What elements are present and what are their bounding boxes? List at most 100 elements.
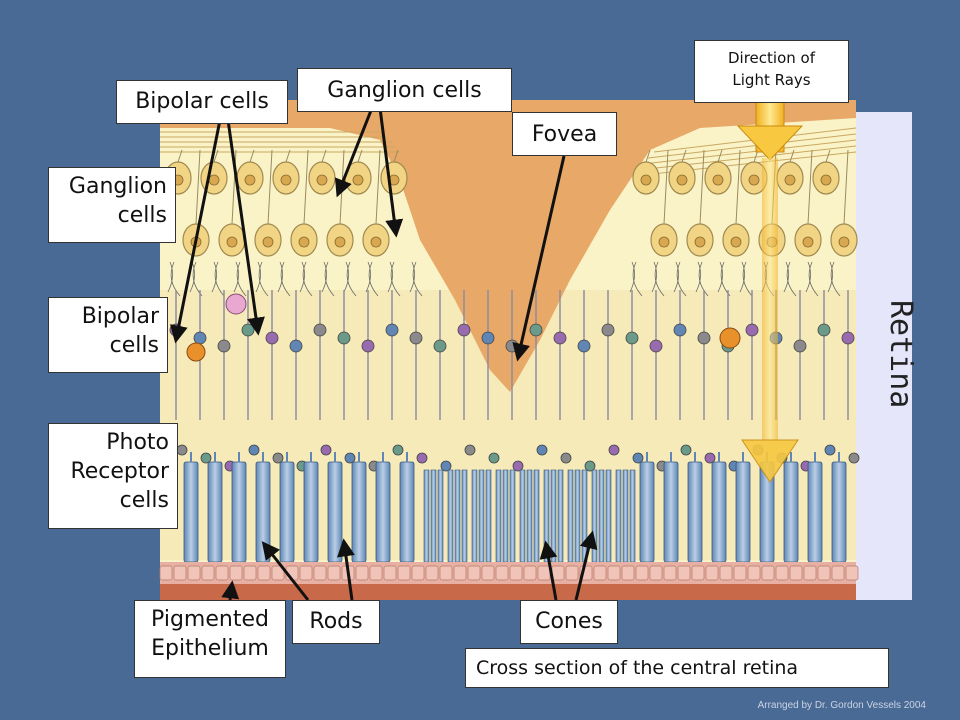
bipolar-cell	[409, 331, 423, 345]
cone-outer-segment	[519, 469, 526, 563]
dendrite	[299, 261, 313, 297]
label-rods: Rods	[292, 600, 380, 644]
cone-outer-segment	[550, 469, 557, 563]
ganglion-axon	[357, 149, 363, 163]
epithelium-cell	[621, 565, 635, 581]
rod-outer-segment	[639, 461, 655, 563]
ganglion-nucleus	[262, 236, 274, 248]
photoreceptor-nucleus	[320, 444, 332, 456]
epithelium-cell	[789, 565, 803, 581]
dendrite	[343, 261, 357, 297]
rod-outer-segment	[783, 461, 799, 563]
cone-outer-segment	[622, 469, 629, 563]
epithelium-cell	[257, 565, 271, 581]
photoreceptor-nucleus	[704, 452, 716, 464]
photoreceptor-nucleus	[560, 452, 572, 464]
bipolar-cell	[817, 323, 831, 337]
epithelium-cell	[397, 565, 411, 581]
cone-outer-segment	[423, 469, 430, 563]
ganglion-nucleus	[316, 174, 328, 186]
ganglion-axon	[681, 149, 687, 163]
epithelium-cell	[817, 565, 831, 581]
choroid-layer	[160, 584, 856, 600]
ganglion-axon	[285, 149, 291, 163]
epithelium-cell	[649, 565, 663, 581]
photoreceptor-nucleus	[584, 460, 596, 472]
ganglion-nucleus	[298, 236, 310, 248]
rod-outer-segment	[399, 461, 415, 563]
ganglion-axon	[267, 149, 273, 225]
bipolar-cell	[433, 339, 447, 353]
ganglion-nucleus	[334, 236, 346, 248]
label-pigmented-epithelium: Pigmented Epithelium	[134, 600, 286, 678]
ganglion-axon	[843, 149, 849, 225]
rod-outer-segment	[207, 461, 223, 563]
cone-outer-segment	[495, 469, 502, 563]
epithelium-cell	[495, 565, 509, 581]
epithelium-cell	[201, 565, 215, 581]
rod-outer-segment	[375, 461, 391, 563]
dendrite	[695, 261, 709, 297]
cone-outer-segment	[454, 469, 461, 563]
photoreceptor-nucleus	[464, 444, 476, 456]
ganglion-nucleus	[208, 174, 220, 186]
bipolar-cell	[745, 323, 759, 337]
cone-outer-segment	[574, 469, 581, 563]
epithelium-cell	[425, 565, 439, 581]
label-bipolar-cells-side: Bipolar cells	[48, 297, 168, 373]
dendrite	[365, 261, 379, 297]
bipolar-cell	[385, 323, 399, 337]
dendrite	[321, 261, 335, 297]
rod-outer-segment	[687, 461, 703, 563]
epithelium-cell	[565, 565, 579, 581]
ganglion-nucleus	[352, 174, 364, 186]
epithelium-cell	[733, 565, 747, 581]
retina-label: Retina	[883, 300, 918, 409]
epithelium-cell	[369, 565, 383, 581]
epithelium-cell	[327, 565, 341, 581]
cone-outer-segment	[478, 469, 485, 563]
epithelium-cell	[453, 565, 467, 581]
epithelium-cell	[411, 565, 425, 581]
dendrite	[167, 261, 181, 297]
epithelium-cell	[299, 565, 313, 581]
label-ganglion-cells-side: Ganglion cells	[48, 167, 176, 243]
dendrite	[805, 261, 819, 297]
epithelium-cell	[747, 565, 761, 581]
epithelium-cell	[551, 565, 565, 581]
photoreceptor-nucleus	[344, 452, 356, 464]
ganglion-axon	[375, 149, 381, 225]
ganglion-axon	[249, 149, 255, 163]
bipolar-cell	[577, 339, 591, 353]
epithelium-cell	[831, 565, 845, 581]
photoreceptor-nucleus	[200, 452, 212, 464]
epithelium-cell	[173, 565, 187, 581]
epithelium-cell	[187, 565, 201, 581]
epithelium-cell	[215, 565, 229, 581]
ganglion-axon	[195, 149, 201, 225]
photoreceptor-nucleus	[392, 444, 404, 456]
epithelium-cell	[355, 565, 369, 581]
bipolar-cell	[217, 339, 231, 353]
epithelium-cell	[719, 565, 733, 581]
credit-text: Arranged by Dr. Gordon Vessels 2004	[757, 700, 926, 711]
ganglion-axon	[393, 149, 399, 163]
ganglion-nucleus	[694, 236, 706, 248]
epithelium-cell	[383, 565, 397, 581]
bipolar-cell	[625, 331, 639, 345]
dendrite	[629, 261, 643, 297]
dendrite	[233, 261, 247, 297]
ganglion-axon	[807, 149, 813, 225]
bipolar-cell	[649, 339, 663, 353]
photoreceptor-nucleus	[848, 452, 860, 464]
cone-outer-segment	[557, 469, 564, 563]
light-ray-arrow	[736, 101, 804, 483]
cone-outer-segment	[526, 469, 533, 563]
cone-outer-segment	[502, 469, 509, 563]
dendrite	[409, 261, 423, 297]
photoreceptor-nucleus	[680, 444, 692, 456]
pointer-lines	[169, 107, 598, 601]
ganglion-nucleus	[730, 236, 742, 248]
ganglion-nucleus	[640, 174, 652, 186]
